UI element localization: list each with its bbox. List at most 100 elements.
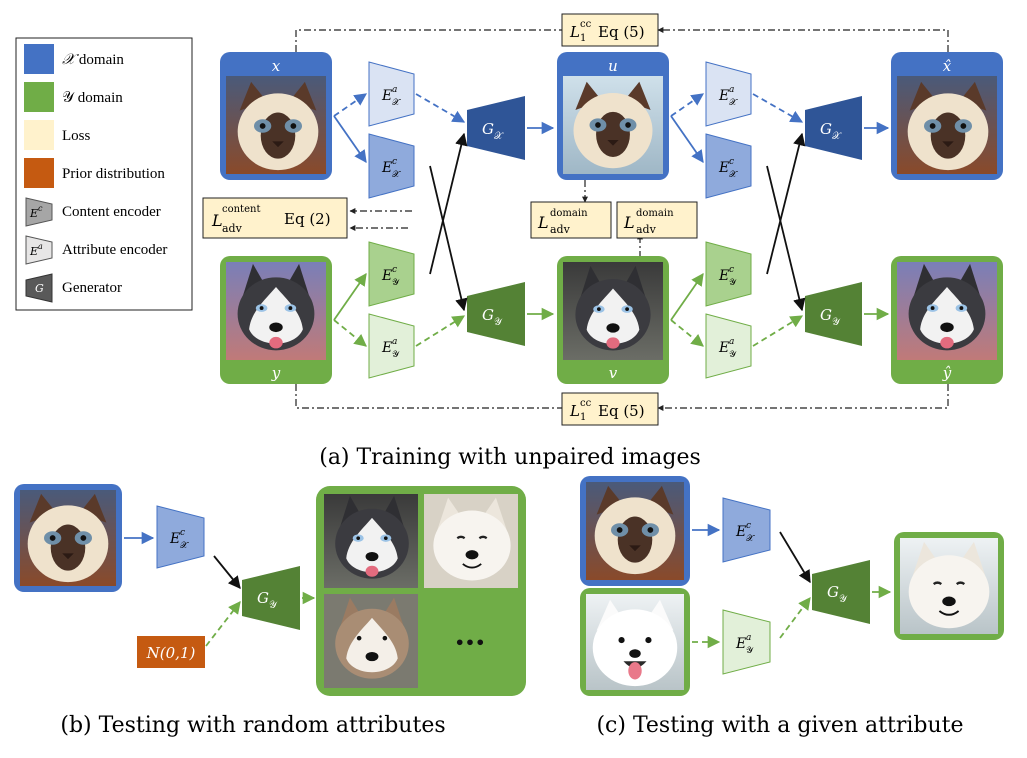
svg-text:adv: adv xyxy=(636,223,657,236)
caption-a: (a) Training with unpaired images xyxy=(319,445,701,470)
svg-text:E: E xyxy=(381,88,392,104)
svg-text:𝒳: 𝒳 xyxy=(729,170,738,180)
image-x: x xyxy=(220,52,332,180)
svg-text:c: c xyxy=(180,528,185,538)
svg-text:G: G xyxy=(827,583,839,601)
svg-text:c: c xyxy=(392,265,397,275)
caption-b: (b) Testing with random attributes xyxy=(60,713,445,738)
svg-text:E: E xyxy=(718,340,729,356)
svg-text:E: E xyxy=(735,636,746,652)
svg-text:L: L xyxy=(569,402,580,420)
svg-text:a: a xyxy=(746,633,751,643)
svg-text:G: G xyxy=(257,589,269,607)
svg-text:Attribute encoder: Attribute encoder xyxy=(62,242,167,258)
generator-shape xyxy=(25,273,53,303)
svg-text:x̂: x̂ xyxy=(943,57,952,75)
svg-text:𝒴: 𝒴 xyxy=(729,278,737,288)
svg-text:𝒴: 𝒴 xyxy=(392,350,400,360)
svg-text:𝒴: 𝒴 xyxy=(392,278,400,288)
svg-text:Eq (5): Eq (5) xyxy=(598,402,645,420)
svg-text:domain: domain xyxy=(636,208,674,219)
panel-c-arrows xyxy=(692,523,892,649)
svg-text:𝒳: 𝒳 xyxy=(180,541,189,551)
svg-text:cc: cc xyxy=(580,398,592,409)
svg-text:L: L xyxy=(623,213,635,232)
svg-text:G: G xyxy=(820,120,832,138)
panel-a-arrows xyxy=(333,93,890,347)
legend-prior: Prior distribution xyxy=(24,158,165,188)
loss-swatch xyxy=(24,120,54,150)
legend-loss: Loss xyxy=(24,120,91,150)
svg-text:cc: cc xyxy=(580,19,592,30)
svg-text:E: E xyxy=(718,160,729,176)
svg-text:domain: domain xyxy=(550,208,588,219)
svg-text:E: E xyxy=(735,524,746,540)
svg-text:c: c xyxy=(729,157,734,167)
svg-text:N(0,1): N(0,1) xyxy=(146,644,196,662)
image-y-hat: ŷ xyxy=(891,256,1003,384)
svg-text:𝒳: 𝒳 xyxy=(494,131,504,142)
output-grid-b: ••• xyxy=(316,486,526,696)
svg-text:G: G xyxy=(482,306,494,324)
svg-text:adv: adv xyxy=(222,222,243,235)
svg-text:𝒳: 𝒳 xyxy=(392,170,401,180)
svg-text:content: content xyxy=(222,204,260,215)
svg-text:𝒳: 𝒳 xyxy=(832,131,842,142)
svg-text:c: c xyxy=(38,204,43,213)
svg-text:v: v xyxy=(609,364,618,382)
svg-text:𝒳: 𝒳 xyxy=(746,534,755,544)
prior-box: N(0,1) xyxy=(137,636,205,668)
svg-text:𝒴: 𝒴 xyxy=(832,317,841,328)
svg-text:Content encoder: Content encoder xyxy=(62,204,161,220)
svg-text:y: y xyxy=(271,364,281,382)
svg-text:E: E xyxy=(381,340,392,356)
content-encoder-shape xyxy=(25,197,53,227)
svg-text:u: u xyxy=(608,57,618,75)
svg-text:G: G xyxy=(35,282,44,295)
svg-text:E: E xyxy=(29,245,38,258)
svg-text:Loss: Loss xyxy=(62,128,91,144)
svg-text:L: L xyxy=(569,23,580,41)
svg-text:a: a xyxy=(729,337,734,347)
y-domain-swatch xyxy=(24,82,54,112)
svg-text:𝒴: 𝒴 xyxy=(269,600,278,611)
more-samples-ellipsis: ••• xyxy=(455,633,486,652)
svg-text:Prior distribution: Prior distribution xyxy=(62,166,165,182)
svg-text:adv: adv xyxy=(550,223,571,236)
svg-text:ŷ: ŷ xyxy=(942,364,952,382)
prior-swatch xyxy=(24,158,54,188)
image-x-hat: x̂ xyxy=(891,52,1003,180)
svg-text:L: L xyxy=(537,213,549,232)
svg-text:Generator: Generator xyxy=(62,280,122,296)
image-b-input xyxy=(14,484,122,592)
svg-text:E: E xyxy=(29,207,38,220)
svg-text:1: 1 xyxy=(580,412,586,423)
svg-text:c: c xyxy=(392,157,397,167)
legend-generator: G Generator xyxy=(25,273,122,303)
svg-text:𝒴: 𝒴 xyxy=(494,317,503,328)
image-u: u xyxy=(557,52,669,180)
svg-text:a: a xyxy=(392,85,397,95)
image-c-output xyxy=(894,532,1004,640)
image-c-content xyxy=(580,476,690,586)
svg-text:E: E xyxy=(718,88,729,104)
svg-text:a: a xyxy=(38,242,43,251)
